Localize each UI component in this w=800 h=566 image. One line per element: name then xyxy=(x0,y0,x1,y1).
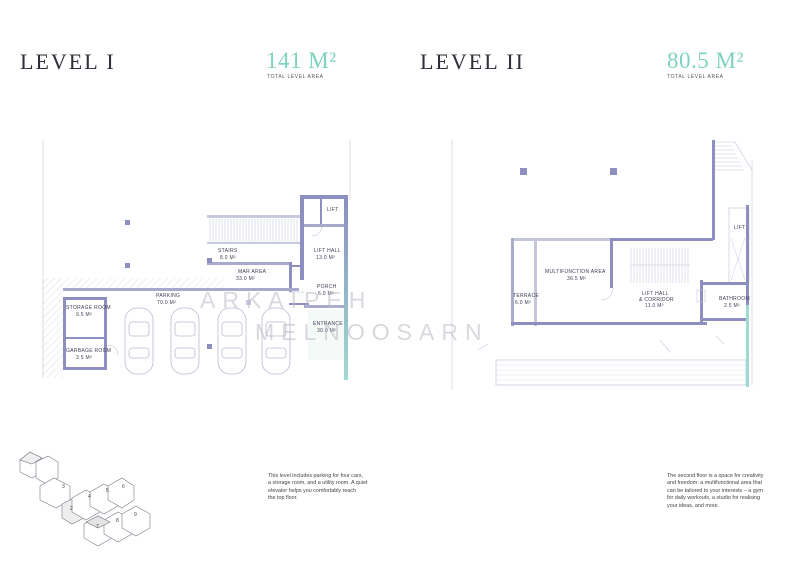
level-1-plan: LIFT STAIRS 8.0 M² LIFT HALL 13.0 M² MAR… xyxy=(42,140,351,380)
l1-garbage-area: 3.5 M² xyxy=(76,355,92,361)
block-label-2: 2 xyxy=(70,506,73,512)
l1-parking-label: PARKING xyxy=(156,293,180,299)
level-2-area-caption: TOTAL LEVEL AREA xyxy=(667,74,724,80)
block-label-6: 6 xyxy=(122,484,125,490)
l1-stairs-area: 8.0 M² xyxy=(220,255,236,261)
block-label-7: 7 xyxy=(96,524,99,530)
l2-desc-line: and freedom: a multifunctional area that xyxy=(667,480,762,487)
level-1-area-caption: TOTAL LEVEL AREA xyxy=(267,74,324,80)
level-2-plan: LIFT MULTIFUNCTION AREA 36.5 M² TERRACE … xyxy=(451,140,753,390)
l1-garbage-label: GARBAGE ROOM xyxy=(66,348,111,354)
watermark-line-2: MELNOOSARN xyxy=(255,319,489,345)
l2-desc-line: your ideas, and more. xyxy=(667,502,720,509)
l1-lift-label: LIFT xyxy=(327,207,338,213)
parking-cars xyxy=(124,307,291,375)
level-1-title: LEVEL I xyxy=(20,49,116,74)
l1-storage-label: STORAGE ROOM xyxy=(66,305,111,311)
l2-lift-hall-label-2: & CORRIDOR xyxy=(639,297,674,303)
l2-lift-hall-area: 11.0 M² xyxy=(645,303,664,309)
l2-desc-line: The second floor is a space for creativi… xyxy=(667,473,764,479)
block-label-8: 8 xyxy=(116,518,119,524)
l1-mar-area: 33.0 M² xyxy=(236,276,255,282)
l1-entrance-area: 30.0 M² xyxy=(317,328,336,334)
l2-bathroom-area: 2.5 M² xyxy=(724,303,740,309)
l1-desc-line: the top floor. xyxy=(268,495,298,502)
level-2-area: 80.5 M² xyxy=(667,48,744,73)
watermark-line-1: ARKAIPEH xyxy=(200,287,372,313)
l2-lift-label: LIFT xyxy=(734,225,745,231)
l1-porch-area: 6.0 M² xyxy=(318,291,334,297)
l2-terrace-area: 6.0 M² xyxy=(515,300,531,306)
l2-multi-area: 36.5 M² xyxy=(567,276,586,282)
l1-desc-line: a storage room, and a utility room. A qu… xyxy=(268,480,368,487)
l1-porch-label: PORCH xyxy=(317,284,337,290)
level-1-area: 141 M² xyxy=(266,48,337,73)
level-2-description: The second floor is a space for creativi… xyxy=(667,473,789,510)
l2-lift-hall-label: LIFT HALL xyxy=(642,291,669,297)
l1-stairs-label: STAIRS xyxy=(218,248,238,254)
l2-desc-line: for daily workouts, a studio for realisi… xyxy=(667,495,761,502)
l2-multi-label: MULTIFUNCTION AREA xyxy=(545,269,606,275)
level-1-description: This level includes parking for four car… xyxy=(268,473,390,503)
site-key-diagram xyxy=(19,451,151,547)
l1-desc-line: elevator helps you comfortably reach xyxy=(268,487,357,494)
site-key-labels: 3 4 5 6 2 7 8 9 xyxy=(62,484,137,530)
l1-entrance-label: ENTRANCE xyxy=(313,321,343,327)
l2-terrace-label: TERRACE xyxy=(513,293,539,299)
level-2-title: LEVEL II xyxy=(420,49,525,74)
l2-desc-line: can be tailored to your interests – a gy… xyxy=(667,487,763,494)
l1-lift-hall-label: LIFT HALL xyxy=(314,248,341,254)
l1-desc-line: This level includes parking for four car… xyxy=(268,473,363,479)
l1-lift-hall-area: 13.0 M² xyxy=(316,255,335,261)
block-label-9: 9 xyxy=(134,512,137,518)
block-label-4: 4 xyxy=(88,494,91,500)
l1-storage-area: 9.5 M² xyxy=(76,312,92,318)
l1-parking-area: 70.0 M² xyxy=(157,300,176,306)
block-label-5: 5 xyxy=(106,488,109,494)
l1-mar-label: MAR AREA xyxy=(238,269,267,275)
l2-bathroom-label: BATHROOM xyxy=(719,296,750,302)
block-label-3: 3 xyxy=(62,484,65,490)
